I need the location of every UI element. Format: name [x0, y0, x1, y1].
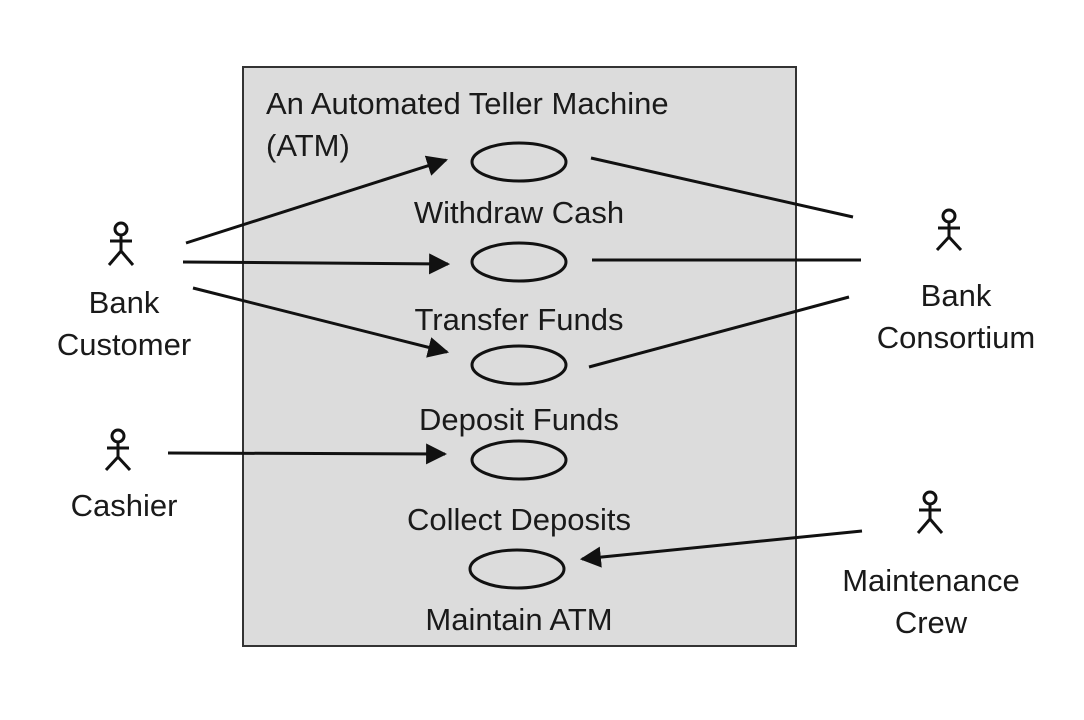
association-cashier-collect [167, 443, 448, 465]
actor-label-consortium-line-1: Bank [920, 278, 992, 313]
actor-label-consortium: Bank Consortium [856, 275, 1056, 359]
actor-label-cashier-line-1: Cashier [70, 488, 178, 523]
system-title: An Automated Teller Machine (ATM) [266, 86, 669, 163]
use-case-label-collect: Collect Deposits [407, 502, 631, 537]
use-case-label-transfer: Transfer Funds [414, 302, 624, 337]
association-deposit-consortium [588, 295, 850, 369]
association-customer-withdraw [185, 155, 449, 245]
use-case-collect-ellipse[interactable] [470, 439, 568, 481]
actor-label-consortium-line-2: Consortium [876, 319, 1036, 355]
use-case-label-maintain: Maintain ATM [425, 602, 613, 637]
actor-label-crew: Maintenance Crew [826, 560, 1036, 644]
actor-label-customer-line-2: Customer [56, 326, 192, 362]
association-crew-maintain [579, 529, 863, 568]
actor-label-crew-line-1: Maintenance [842, 563, 1020, 598]
actor-crew-stick-figure[interactable] [916, 490, 944, 534]
use-case-withdraw-ellipse[interactable] [470, 141, 568, 183]
actor-label-cashier: Cashier [44, 485, 204, 527]
actor-label-customer: Bank Customer [34, 282, 214, 366]
actor-label-customer-line-1: Bank [88, 285, 160, 320]
actor-cashier-stick-figure[interactable] [104, 428, 132, 472]
use-case-maintain-ellipse[interactable] [468, 548, 566, 590]
association-customer-deposit [192, 286, 450, 358]
actor-label-crew-line-2: Crew [894, 604, 968, 640]
association-customer-transfer [182, 253, 451, 275]
actor-consortium-stick-figure[interactable] [935, 208, 963, 252]
use-case-transfer-ellipse[interactable] [470, 241, 568, 283]
association-withdraw-consortium [590, 156, 854, 219]
use-case-label-withdraw: Withdraw Cash [413, 195, 625, 230]
actor-customer-stick-figure[interactable] [107, 221, 135, 266]
use-case-label-deposit: Deposit Funds [419, 402, 619, 437]
use-case-deposit-ellipse[interactable] [470, 344, 568, 386]
